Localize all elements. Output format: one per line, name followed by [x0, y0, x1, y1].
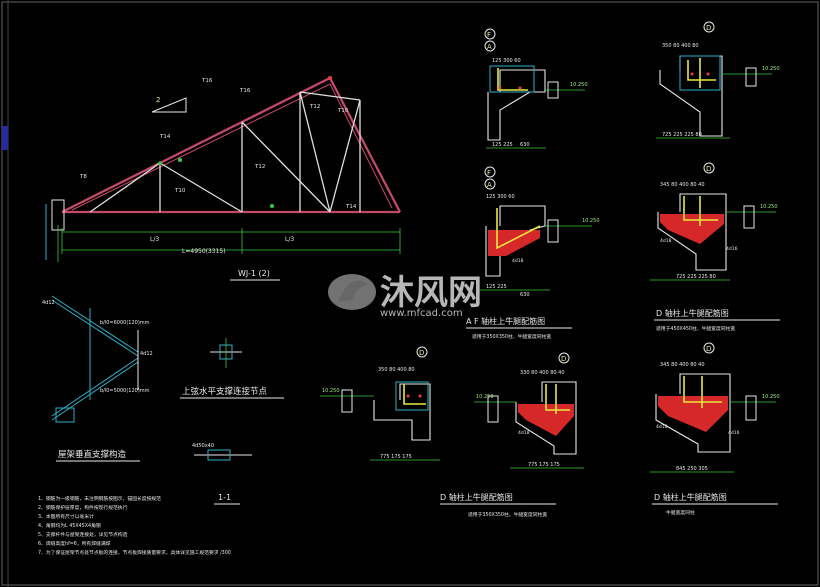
- corbel-caption: D 轴柱上牛腿配筋图: [656, 308, 729, 318]
- note-line: 5、支撑杆件与屋架连接处，详见节点构造: [38, 531, 128, 538]
- svg-text:4d18: 4d18: [660, 238, 672, 244]
- note-line: 3、本图所有尺寸以毫米计: [38, 513, 94, 520]
- dim-right-third: L/3: [285, 236, 294, 243]
- corbel-caption: A F 轴柱上牛腿配筋图: [466, 316, 545, 326]
- general-notes: 1、钢筋为一级钢筋，未注明钢筋按图示，锚固长度按规范 2、钢筋保护层厚度，构件按…: [38, 495, 231, 556]
- member-label: T12: [254, 164, 265, 170]
- dim-left-third: L/3: [150, 236, 159, 243]
- brace-detail-title: 屋架垂直支撑构造: [58, 449, 127, 460]
- corbel-af-reinforced: F A 125 300 60 125 225 630 4d18 10.250 A…: [466, 166, 600, 340]
- svg-text:350 80 400 80: 350 80 400 80: [378, 367, 415, 373]
- svg-text:4d18: 4d18: [512, 258, 524, 264]
- member-label: T12: [309, 104, 320, 110]
- dims: 125 300 60: [492, 58, 521, 64]
- svg-text:适用于350X350柱，牛腿宽度同柱宽: 适用于350X350柱，牛腿宽度同柱宽: [472, 333, 551, 340]
- svg-text:4d18: 4d18: [518, 430, 530, 436]
- slope-label: 2: [156, 96, 160, 104]
- watermark-brand: 沐风网: [380, 273, 482, 313]
- svg-text:345 80 400 80 40: 345 80 400 80 40: [660, 182, 705, 188]
- svg-text:725 225 225 80: 725 225 225 80: [676, 274, 716, 280]
- svg-text:125 225: 125 225: [486, 284, 507, 290]
- member-label: T14: [345, 204, 357, 210]
- section-note: 4d50x40: [192, 443, 214, 449]
- svg-text:125 225: 125 225: [492, 142, 513, 148]
- brace-label: 4d12: [140, 351, 153, 357]
- svg-text:630: 630: [520, 292, 530, 298]
- svg-text:350 80 400 80: 350 80 400 80: [662, 43, 699, 49]
- member-label: T16: [201, 78, 213, 84]
- svg-text:10.250: 10.250: [476, 394, 494, 400]
- svg-text:10.250: 10.250: [762, 66, 780, 72]
- svg-text:845 250 305: 845 250 305: [676, 466, 708, 472]
- corbel-caption: D 轴柱上牛腿配筋图: [654, 492, 727, 502]
- brace-label: b/l0=6000(120)mm: [100, 320, 150, 326]
- svg-text:630: 630: [520, 142, 530, 148]
- svg-text:10.250: 10.250: [570, 82, 588, 88]
- svg-text:适用于450X450柱，牛腿宽度同柱宽: 适用于450X450柱，牛腿宽度同柱宽: [656, 325, 735, 332]
- svg-text:D: D: [706, 345, 711, 353]
- chord-node-title: 上弦水平支撑连接节点: [182, 386, 268, 397]
- watermark-url: www.mfcad.com: [380, 308, 463, 319]
- svg-text:4d16: 4d16: [726, 246, 738, 252]
- svg-text:A: A: [487, 43, 492, 51]
- brace-label: 4d12: [42, 300, 55, 306]
- member-label: T10: [337, 108, 349, 114]
- vertical-brace-detail: b/l0=6000(120)mm b/l0=5000(120)mm 4d12 4…: [42, 295, 153, 462]
- note-line: 1、钢筋为一级钢筋，未注明钢筋按图示，锚固长度按规范: [38, 495, 161, 502]
- dim-span: L=4950(3315): [182, 248, 226, 255]
- member-label: T8: [79, 174, 87, 180]
- member-label: T16: [239, 88, 251, 94]
- svg-text:适用于350X350柱，牛腿宽度同柱宽: 适用于350X350柱，牛腿宽度同柱宽: [468, 511, 547, 518]
- svg-text:4d18: 4d18: [656, 424, 668, 430]
- corbel-d-outline: D 350 80 400 80 725 225 225 80 10.250: [656, 21, 780, 139]
- svg-text:4d16: 4d16: [728, 430, 740, 436]
- section-title: 1-1: [218, 493, 231, 502]
- svg-text:10.250: 10.250: [322, 388, 340, 394]
- svg-text:725 225 225 80: 725 225 225 80: [662, 132, 702, 138]
- note-line: 2、钢筋保护层厚度，构件按现行规范执行: [38, 504, 128, 511]
- corbel-d-reinforced-2: D 330 80 400 80 40 775 175 175 4d18 10.2…: [440, 352, 584, 518]
- watermark: 沐风网 www.mfcad.com: [328, 273, 482, 319]
- svg-text:F: F: [487, 31, 491, 39]
- corbel-af-outline: F A 125 300 60 125 225 630 10.250: [484, 28, 588, 149]
- svg-text:10.250: 10.250: [582, 218, 600, 224]
- corbel-caption: D 轴柱上牛腿配筋图: [440, 492, 513, 502]
- svg-text:D: D: [706, 24, 711, 32]
- svg-text:10.250: 10.250: [760, 204, 778, 210]
- member-label: T10: [174, 188, 186, 194]
- svg-text:330 80 400 80 40: 330 80 400 80 40: [520, 370, 565, 376]
- truss-title: WJ-1 (2): [238, 269, 270, 278]
- roof-truss-elevation: 2 L/3 L/3 L=4950(3315) T14 T16 T10 T12 T…: [45, 76, 401, 281]
- left-tab-marker: [2, 126, 8, 150]
- svg-text:775 175 175: 775 175 175: [380, 454, 412, 460]
- svg-text:牛腿宽度同柱: 牛腿宽度同柱: [666, 509, 695, 516]
- member-label: T14: [159, 134, 171, 140]
- note-line: 7、为了保证屋架节点处节点板的连接，节点板焊接质量要求，具体详见施工规范要求 /…: [38, 549, 231, 556]
- corbel-d-reinforced-1: D 345 80 400 80 40 725 225 225 80 4d18 4…: [650, 162, 780, 332]
- corbel-d-outline-2: D 350 80 400 80 775 175 175 10.250 D 轴柱上…: [320, 346, 513, 502]
- svg-text:D: D: [561, 355, 566, 363]
- svg-text:345 80 400 80 40: 345 80 400 80 40: [660, 362, 705, 368]
- svg-text:775 175 175: 775 175 175: [528, 462, 560, 468]
- svg-text:A: A: [487, 181, 492, 189]
- brace-label: b/l0=5000(120)mm: [100, 388, 150, 394]
- svg-text:D: D: [419, 349, 424, 357]
- svg-text:D: D: [706, 165, 711, 173]
- section-1-1: 4d50x40 1-1: [192, 443, 252, 505]
- svg-text:125 300 60: 125 300 60: [486, 194, 515, 200]
- svg-text:10.250: 10.250: [762, 394, 780, 400]
- corbel-d-reinforced-3: D 345 80 400 80 40 845 250 305 4d18 4d16…: [650, 342, 780, 516]
- note-line: 4、角钢均为L 45X45X4角钢: [38, 522, 101, 529]
- svg-text:F: F: [487, 169, 491, 177]
- note-line: 6、焊缝高度hf=6，所有焊缝满焊: [38, 540, 111, 547]
- chord-node-detail: 上弦水平支撑连接节点: [180, 338, 284, 399]
